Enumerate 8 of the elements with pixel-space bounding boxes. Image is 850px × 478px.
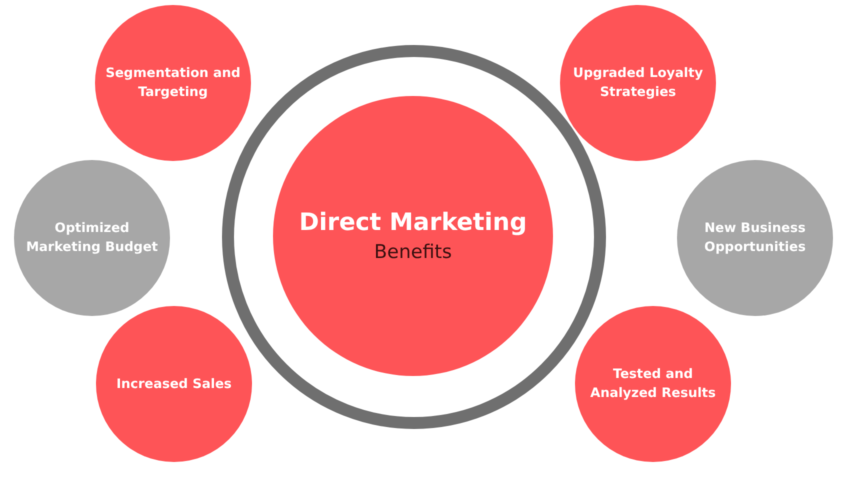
benefit-label: Segmentation and Targeting <box>104 65 242 102</box>
benefit-label: Upgraded Loyalty Strategies <box>572 65 704 102</box>
benefit-label: Optimized Marketing Budget <box>25 220 159 257</box>
benefit-label: Increased Sales <box>116 376 232 394</box>
center-subtitle: Benefits <box>374 240 452 265</box>
benefit-label: Tested and Analyzed Results <box>589 366 717 403</box>
benefit-label: New Business Opportunities <box>703 220 807 257</box>
center-title: Direct Marketing <box>299 207 527 238</box>
